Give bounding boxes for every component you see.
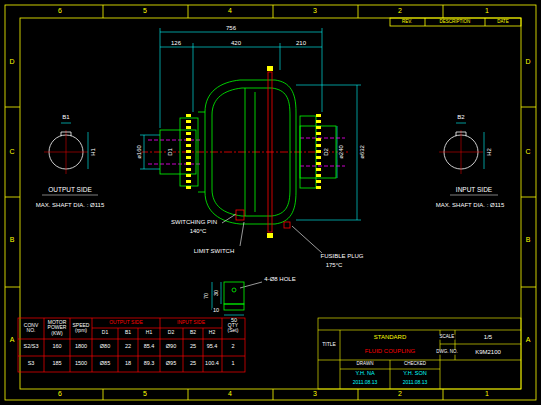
drawing-label: D <box>524 58 531 65</box>
drawing-label: OUTPUT SIDE <box>108 320 144 325</box>
drawing-label: 2011.08.13 <box>402 380 429 385</box>
drawing-label: B2 <box>456 114 465 120</box>
drawing-label: MAX. SHAFT DIA. : Ø115 <box>435 202 505 208</box>
drawing-label: S3 <box>27 361 36 367</box>
drawing-label: Y.H. NA <box>354 371 375 377</box>
drawing-label: DRAWN <box>356 362 375 367</box>
drawing-label: B1 <box>61 114 70 120</box>
drawing-label: K9M2100 <box>474 349 502 355</box>
drawing-label: C <box>524 148 531 155</box>
drawing-label: 756 <box>225 25 237 31</box>
drawing-label: 6 <box>57 390 63 397</box>
drawing-label: ø160 <box>136 144 142 160</box>
drawing-label: A <box>9 336 16 343</box>
drawing-label: D1 <box>167 147 173 157</box>
drawing-label: FLUID COUPLING <box>364 348 416 354</box>
drawing-label: FUSIBLE PLUG <box>319 253 364 259</box>
drawing-label: 420 <box>230 40 242 46</box>
drawing-label: CHECKED <box>403 362 427 367</box>
drawing-label: 1800 <box>74 344 88 350</box>
drawing-label: 1500 <box>74 361 88 367</box>
drawing-label: 30 <box>214 289 220 297</box>
drawing-label: 2011.08.13 <box>352 380 379 385</box>
drawing-label: 95.4 <box>206 344 219 350</box>
drawing-label: 2 <box>397 7 403 14</box>
drawing-label: H2 <box>486 147 492 157</box>
drawing-label: B <box>9 236 16 243</box>
drawing-label: ø240 <box>338 144 344 160</box>
drawing-label: 100.4 <box>204 361 220 367</box>
drawing-label: D2 <box>167 330 175 335</box>
drawing-label: Y.H. SON <box>402 371 427 377</box>
drawing-label: REV. <box>401 20 413 25</box>
drawing-label: 2 <box>230 344 235 350</box>
drawing-label: 10 <box>212 308 220 314</box>
drawing-label: 3 <box>312 7 318 14</box>
drawing-label: H1 <box>90 147 96 157</box>
drawing-label: 140°C <box>189 228 208 234</box>
drawing-label: 126 <box>170 40 182 46</box>
drawing-label: LIMIT SWITCH <box>193 248 236 254</box>
drawing-label: 85.4 <box>143 344 156 350</box>
drawing-label: 70 <box>204 292 210 300</box>
drawing-label: STANDARD <box>373 334 408 340</box>
drawing-label: B2 <box>189 330 197 335</box>
drawing-label: B1 <box>124 330 132 335</box>
drawing-label: 185 <box>51 361 62 367</box>
drawing-label: DESCRIPTION <box>439 20 472 25</box>
drawing-label: 1 <box>484 390 490 397</box>
drawing-label: D2 <box>323 147 329 157</box>
drawing-label: 1 <box>484 7 490 14</box>
drawing-label: SPEED (rpm) <box>70 323 92 334</box>
drawing-label: 4-Ø8 HOLE <box>263 276 296 282</box>
drawing-label: 3 <box>312 390 318 397</box>
drawing-label: SWITCHING PIN <box>170 219 218 225</box>
drawing-label: INPUT SIDE <box>455 187 493 194</box>
drawing-label: Ø85 <box>99 361 111 367</box>
drawing-label: 5 <box>142 7 148 14</box>
drawing-label: CONV NO. <box>18 323 44 334</box>
drawing-label: TITLE <box>321 342 337 347</box>
drawing-label: 89.3 <box>143 361 156 367</box>
drawing-label: 4 <box>227 7 233 14</box>
drawing-label: DWG. NO. <box>435 350 459 355</box>
drawing-label: 25 <box>189 361 197 367</box>
drawing-label: H2 <box>208 330 216 335</box>
drawing-label: Ø95 <box>165 361 177 367</box>
drawing-label: INPUT SIDE <box>176 320 206 325</box>
drawing-label: 6 <box>57 7 63 14</box>
drawing-label: MAX. SHAFT DIA. : Ø115 <box>35 202 105 208</box>
drawing-label: A <box>525 336 532 343</box>
drawing-label: S2/S3 <box>23 344 40 350</box>
drawing-label: 175°C <box>325 262 344 268</box>
drawing-label: 210 <box>295 40 307 46</box>
drawing-label: Ø80 <box>99 344 111 350</box>
drawing-label: H1 <box>145 330 153 335</box>
drawing-label: OUTPUT SIDE <box>47 187 93 194</box>
drawing-label: Ø90 <box>165 344 177 350</box>
drawing-label: C <box>8 148 15 155</box>
drawing-label: D <box>8 58 15 65</box>
drawing-label: 25 <box>189 344 197 350</box>
drawing-label: 4 <box>227 390 233 397</box>
drawing-label: 1 <box>230 361 235 367</box>
drawing-label: QTY (Set) <box>222 323 244 334</box>
drawing-label: 18 <box>124 361 132 367</box>
drawing-label: 22 <box>124 344 132 350</box>
drawing-label: 160 <box>51 344 62 350</box>
drawing-label: DATE <box>496 20 510 25</box>
drawing-label: D1 <box>101 330 109 335</box>
drawing-label: B <box>525 236 532 243</box>
drawing-label: SCALE <box>439 335 456 340</box>
drawing-label: 5 <box>142 390 148 397</box>
drawing-label: MOTOR POWER (KW) <box>44 320 70 336</box>
drawing-label: 1/5 <box>483 334 493 340</box>
drawing-label: ø632 <box>359 144 365 160</box>
drawing-label: 2 <box>397 390 403 397</box>
